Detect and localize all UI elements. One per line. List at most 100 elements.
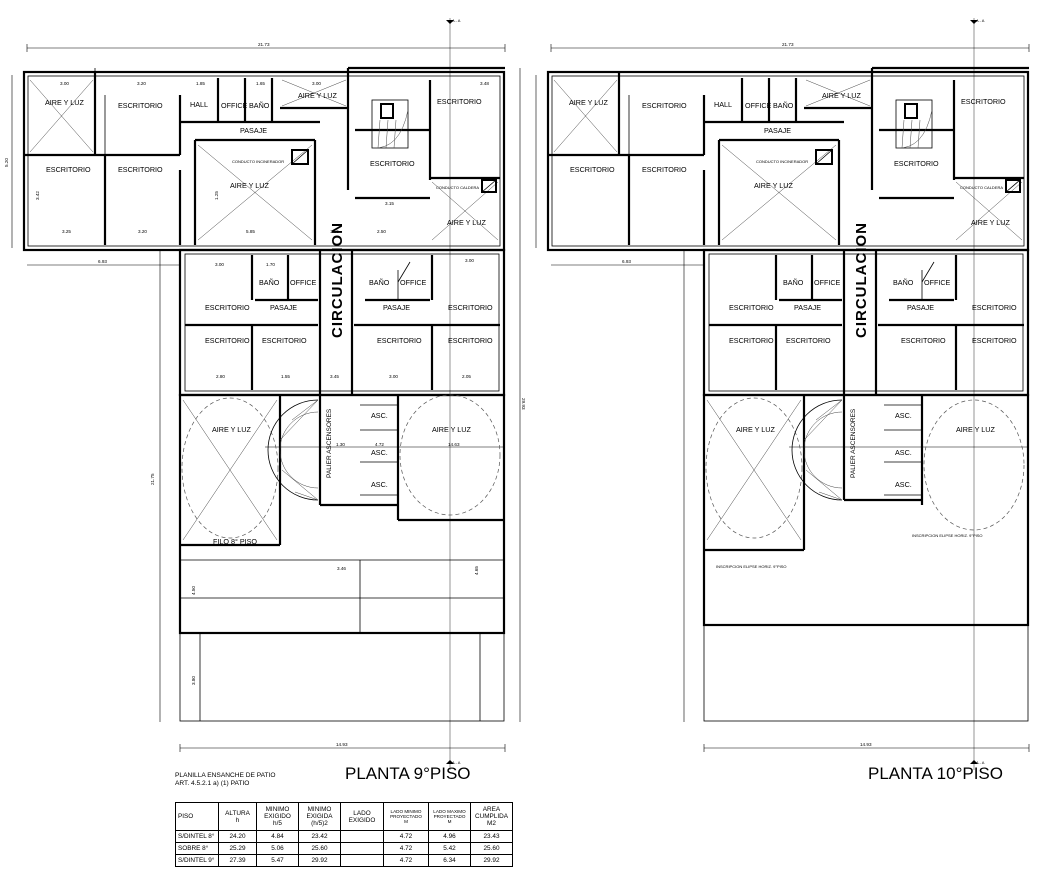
- table-row: S/DINTEL 9° 27.39 5.47 29.92 4.72 6.34 2…: [175, 854, 513, 867]
- room-pasaje-2: PASAJE: [270, 303, 297, 312]
- cell-altura: 27.39: [218, 854, 257, 867]
- svg-text:2.05: 2.05: [462, 374, 471, 379]
- cell-min1: 5.06: [256, 842, 299, 855]
- dim-upper-offset: 6.93: [98, 259, 107, 264]
- table-row: S/DINTEL 8° 24.20 4.84 23.42 4.72 4.96 2…: [175, 830, 513, 843]
- room-pasaje-top: PASAJE: [240, 126, 267, 135]
- dim-left-height: 5.20: [4, 158, 9, 167]
- room-aire-luz-bl: AIRE Y LUZ: [212, 425, 251, 434]
- inscripcion-elipse-2: INSCRIPCION ELIPSE HORIZ. 9°PISO: [716, 564, 787, 569]
- room-asc-1: ASC.: [371, 411, 388, 420]
- svg-text:3.15: 3.15: [385, 201, 394, 206]
- svg-text:1.25: 1.25: [214, 191, 219, 200]
- room-aire-luz-top: AIRE Y LUZ: [298, 91, 337, 100]
- inscripcion-elipse-1: INSCRIPCION ELIPSE HORIZ. 9°PISO: [912, 533, 983, 538]
- patio-ellipse-left: [181, 397, 279, 539]
- dim-total-width: 21.73: [258, 42, 270, 47]
- room-conducto-incinerador: CONDUCTO INCINERADOR: [232, 159, 284, 164]
- cell-lado: [340, 830, 384, 843]
- svg-text:3.48: 3.48: [480, 81, 489, 86]
- svg-text:1.65: 1.65: [256, 81, 265, 86]
- cell-min1: 5.47: [256, 854, 299, 867]
- svg-text:3.80: 3.80: [191, 676, 196, 685]
- svg-text:4.50: 4.50: [191, 586, 196, 595]
- room-escritorio-b: ESCRITORIO: [46, 165, 91, 174]
- room-bano-3: BAÑO: [369, 278, 390, 287]
- room-office-2: OFFICE: [290, 278, 317, 287]
- room-circulacion: CIRCULACION: [329, 222, 346, 338]
- room-escritorio-f: ESCRITORIO: [448, 303, 493, 312]
- cell-lado-min: 4.72: [383, 854, 429, 867]
- room-asc-1-r: ASC.: [895, 411, 912, 420]
- dim-total-width-2: 21.73: [782, 42, 794, 47]
- room-aire-luz-top-2: AIRE Y LUZ: [822, 91, 861, 100]
- room-escritorio-h-2: ESCRITORIO: [786, 336, 831, 345]
- svg-text:3.20: 3.20: [138, 229, 147, 234]
- section-marker-bottom-2: A - A: [976, 760, 985, 765]
- room-office-3: OFFICE: [400, 278, 427, 287]
- room-escritorio-d: ESCRITORIO: [370, 159, 415, 168]
- svg-text:1.30: 1.30: [336, 442, 345, 447]
- svg-text:3.00: 3.00: [465, 258, 474, 263]
- room-aire-luz-tl-2: AIRE Y LUZ: [569, 98, 608, 107]
- planilla-title-line-1: PLANILLA ENSANCHE DE PATIO: [175, 772, 276, 779]
- plan-title-9: PLANTA 9°PISO: [345, 764, 471, 783]
- svg-text:14.63: 14.63: [448, 442, 460, 447]
- room-palier-ascensores-2: PALIER ASCENSORES: [850, 408, 857, 478]
- room-escritorio-tr: ESCRITORIO: [437, 97, 482, 106]
- svg-text:3.25: 3.25: [62, 229, 71, 234]
- svg-text:3.20: 3.20: [137, 81, 146, 86]
- room-conducto-caldera: CONDUCTO CALDERA: [436, 185, 479, 190]
- svg-text:3.46: 3.46: [337, 566, 346, 571]
- header-piso: PISO: [175, 802, 219, 831]
- room-escritorio-j: ESCRITORIO: [448, 336, 493, 345]
- svg-text:3.00: 3.00: [389, 374, 398, 379]
- room-conducto-incinerador-2: CONDUCTO INCINERADOR: [756, 159, 808, 164]
- dim-court-height: 21.75: [150, 473, 155, 485]
- svg-text:1.55: 1.55: [281, 374, 290, 379]
- room-escritorio-i: ESCRITORIO: [377, 336, 422, 345]
- svg-text:3.42: 3.42: [35, 191, 40, 200]
- cell-lado: [340, 842, 384, 855]
- room-escritorio-c-2: ESCRITORIO: [642, 165, 687, 174]
- dim-upper-offset-2: 6.93: [622, 259, 631, 264]
- svg-text:2.50: 2.50: [377, 229, 386, 234]
- room-escritorio-a-2: ESCRITORIO: [642, 101, 687, 110]
- room-aire-luz-br-2: AIRE Y LUZ: [956, 425, 995, 434]
- room-escritorio-j-2: ESCRITORIO: [972, 336, 1017, 345]
- cell-area: 25.60: [470, 842, 513, 855]
- svg-text:1.55: 1.55: [330, 229, 339, 234]
- header-minimo-exigida: MINIMO EXIGIDA(h/5)2: [298, 802, 341, 831]
- dim-lower-width: 14.93: [336, 742, 348, 747]
- svg-text:3.45: 3.45: [330, 374, 339, 379]
- room-aire-luz-tl: AIRE Y LUZ: [45, 98, 84, 107]
- planilla-title-line-2: ART. 4.5.2.1 a) (1) PATIO: [175, 780, 250, 787]
- dim-lower-width-2: 14.93: [860, 742, 872, 747]
- svg-text:3.00: 3.00: [215, 262, 224, 267]
- room-asc-3: ASC.: [371, 480, 388, 489]
- room-aire-luz-r-2: AIRE Y LUZ: [971, 218, 1010, 227]
- cell-piso: SOBRE 8°: [175, 842, 219, 855]
- room-bano-r: BAÑO: [773, 101, 794, 110]
- cell-lado: [340, 854, 384, 867]
- room-asc-2: ASC.: [371, 448, 388, 457]
- small-dimensions: 3.00 3.20 1.85 1.65 3.00 3.48 3.25 3.20 …: [35, 81, 489, 685]
- room-bano-2-r: BAÑO: [783, 278, 804, 287]
- room-pasaje-2-r: PASAJE: [794, 303, 821, 312]
- cell-lado-min: 4.72: [383, 842, 429, 855]
- room-conducto-caldera-2: CONDUCTO CALDERA: [960, 185, 1003, 190]
- svg-text:1.85: 1.85: [196, 81, 205, 86]
- room-escritorio-a: ESCRITORIO: [118, 101, 163, 110]
- room-pasaje-3: PASAJE: [383, 303, 410, 312]
- room-hall-2: HALL: [714, 100, 732, 109]
- dim-right-height: 29.93: [521, 398, 526, 410]
- room-asc-3-r: ASC.: [895, 480, 912, 489]
- room-office-r: OFFICE: [745, 101, 772, 110]
- section-marker-top: A - A: [452, 18, 461, 23]
- svg-text:3.00: 3.00: [312, 81, 321, 86]
